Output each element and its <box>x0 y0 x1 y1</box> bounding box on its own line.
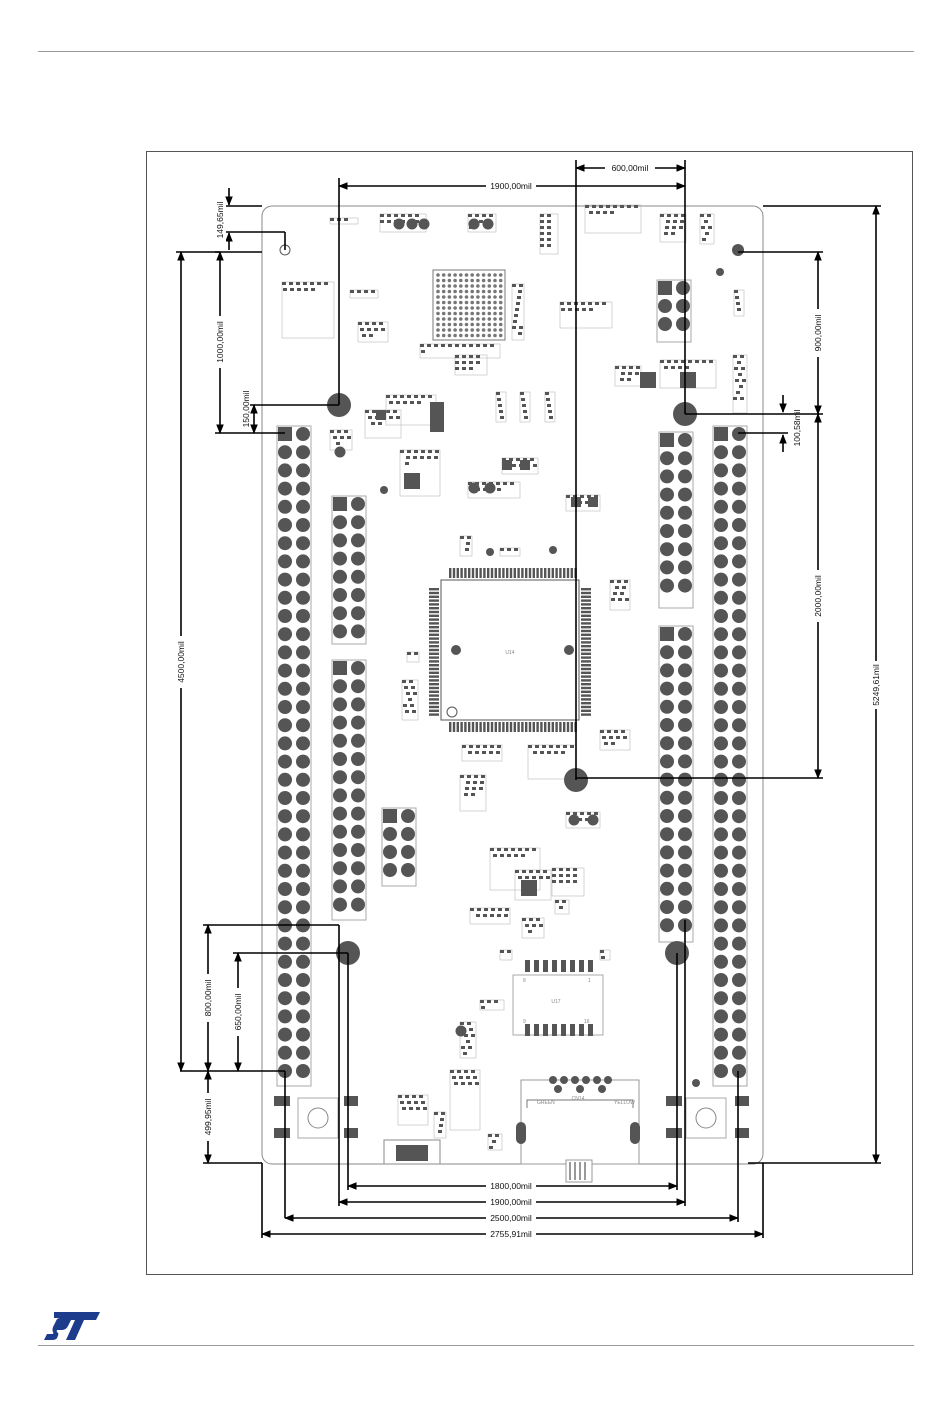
dim-4500: 4500,00mil <box>176 641 186 683</box>
bga-chip <box>433 270 505 340</box>
dim-1900-bottom: 1900,00mil <box>490 1197 532 1207</box>
rj45-connector: GREEN CN14 YELLOW <box>516 1076 640 1182</box>
dim-1000: 1000,00mil <box>215 321 225 363</box>
led-yellow-label: YELLOW <box>614 1100 635 1106</box>
pin-9: 9 <box>523 1019 526 1025</box>
dim-2500: 2500,00mil <box>490 1213 532 1223</box>
dim-600: 600,00mil <box>612 163 649 173</box>
dim-149: 149,65mil <box>215 201 225 238</box>
chip-label: U17 <box>551 999 560 1005</box>
connector-label: CN14 <box>572 1096 585 1102</box>
pin-1: 1 <box>588 978 591 984</box>
dim-499: 499,95mil <box>203 1098 213 1135</box>
dim-1900-top: 1900,00mil <box>490 181 532 191</box>
dim-800: 800,00mil <box>203 979 213 1016</box>
st-logo <box>44 1310 102 1342</box>
pin-16: 16 <box>584 1019 590 1025</box>
dim-1800: 1800,00mil <box>490 1181 532 1191</box>
mcu-lqfp: U14 <box>429 568 591 732</box>
footer-rule <box>38 1345 914 1346</box>
dim-900: 900,00mil <box>813 314 823 351</box>
dim-650: 650,00mil <box>233 993 243 1030</box>
mcu-label: U14 <box>505 650 514 656</box>
dim-2000: 2000,00mil <box>813 575 823 617</box>
pin-8: 8 <box>523 978 526 984</box>
led-green-label: GREEN <box>537 1100 555 1106</box>
dim-2755: 2755,91mil <box>490 1229 532 1239</box>
dim-100: 100,58mil <box>792 409 802 446</box>
dim-5249: 5249,61mil <box>871 664 881 706</box>
dim-150: 150,00mil <box>241 390 251 427</box>
